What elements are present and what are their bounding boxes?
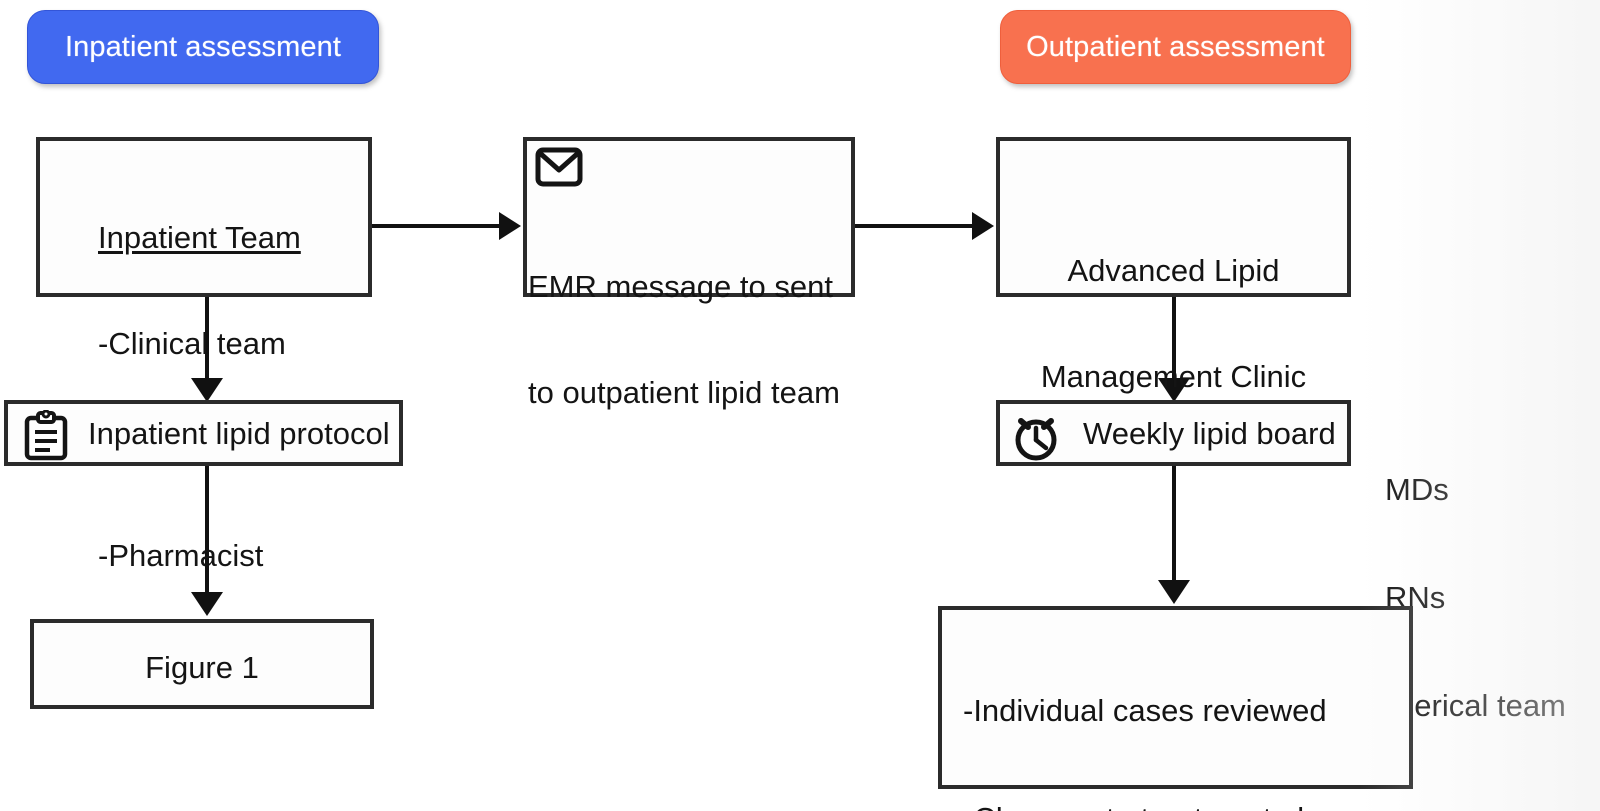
outpatient-assessment-label: Outpatient assessment xyxy=(1026,30,1325,63)
connector-emr-to-clinic-arrow xyxy=(972,212,994,240)
inpatient-team-box: Inpatient Team -Clinical team -Social wo… xyxy=(36,137,372,573)
role-mds: MDs xyxy=(1385,471,1449,507)
board-outcomes-box: -Individual cases reviewed -Changes to t… xyxy=(938,606,1413,811)
emr-message-box-inner: EMR message to sent to outpatient lipid … xyxy=(527,141,851,410)
weekly-lipid-board-box-inner: Weekly lipid board xyxy=(1000,404,1347,462)
connector-clinic-to-board-line xyxy=(1172,297,1176,381)
connector-team-to-protocol-line xyxy=(205,297,209,381)
inpatient-team-heading: Inpatient Team xyxy=(98,219,301,255)
connector-board-to-outcomes-arrow xyxy=(1158,580,1190,604)
connector-board-to-outcomes-line xyxy=(1172,466,1176,582)
advanced-lipid-clinic-line-2: Management Clinic xyxy=(1040,358,1307,394)
figure1-label: Figure 1 xyxy=(145,650,259,685)
advanced-lipid-clinic-line-1: Advanced Lipid xyxy=(1067,252,1280,288)
board-outcomes-box-inner: -Individual cases reviewed -Changes to t… xyxy=(942,610,1409,811)
envelope-icon xyxy=(535,147,583,187)
figure1-box-inner: Figure 1 xyxy=(34,623,370,705)
connector-protocol-to-figure1-arrow xyxy=(191,592,223,616)
inpatient-team-item-clinical: -Clinical team xyxy=(98,325,286,361)
connector-team-to-emr-line xyxy=(372,224,502,228)
inpatient-lipid-protocol-label: Inpatient lipid protocol xyxy=(88,416,390,451)
inpatient-lipid-protocol-box: Inpatient lipid protocol xyxy=(4,400,403,466)
connector-team-to-protocol-arrow xyxy=(191,378,223,402)
emr-message-line-2: to outpatient lipid team xyxy=(528,374,840,410)
board-outcomes-text: -Individual cases reviewed -Changes to t… xyxy=(963,620,1378,811)
outpatient-assessment-header: Outpatient assessment xyxy=(1000,10,1351,84)
weekly-lipid-board-box: Weekly lipid board xyxy=(996,400,1351,466)
alarm-clock-icon xyxy=(1015,418,1057,461)
inpatient-assessment-header: Inpatient assessment xyxy=(27,10,379,84)
emr-message-text: EMR message to sent to outpatient lipid … xyxy=(528,198,840,481)
inpatient-team-text: Inpatient Team -Clinical team -Social wo… xyxy=(98,149,301,644)
connector-clinic-to-board-arrow xyxy=(1158,378,1190,402)
advanced-lipid-clinic-text: Advanced Lipid Management Clinic xyxy=(1000,182,1347,465)
inpatient-lipid-protocol-box-inner: Inpatient lipid protocol xyxy=(8,404,399,462)
advanced-lipid-clinic-box-inner: Advanced Lipid Management Clinic xyxy=(1000,141,1347,394)
connector-team-to-emr-arrow xyxy=(499,212,521,240)
clipboard-icon xyxy=(24,410,68,461)
figure1-box: Figure 1 xyxy=(30,619,374,709)
emr-message-box: EMR message to sent to outpatient lipid … xyxy=(523,137,855,410)
emr-message-line-1: EMR message to sent xyxy=(528,268,833,304)
inpatient-team-box-inner: Inpatient Team -Clinical team -Social wo… xyxy=(40,141,368,573)
connector-emr-to-clinic-line xyxy=(855,224,974,228)
board-outcomes-line-1: -Individual cases reviewed xyxy=(963,692,1327,728)
inpatient-team-item-pharmacist: -Pharmacist xyxy=(98,537,264,573)
connector-protocol-to-figure1-line xyxy=(205,466,209,594)
inpatient-assessment-label: Inpatient assessment xyxy=(64,30,342,63)
weekly-lipid-board-label: Weekly lipid board xyxy=(1083,416,1336,451)
advanced-lipid-clinic-box: Advanced Lipid Management Clinic xyxy=(996,137,1351,394)
board-outcomes-line-2: -Changes to treatment plans xyxy=(963,801,1378,811)
